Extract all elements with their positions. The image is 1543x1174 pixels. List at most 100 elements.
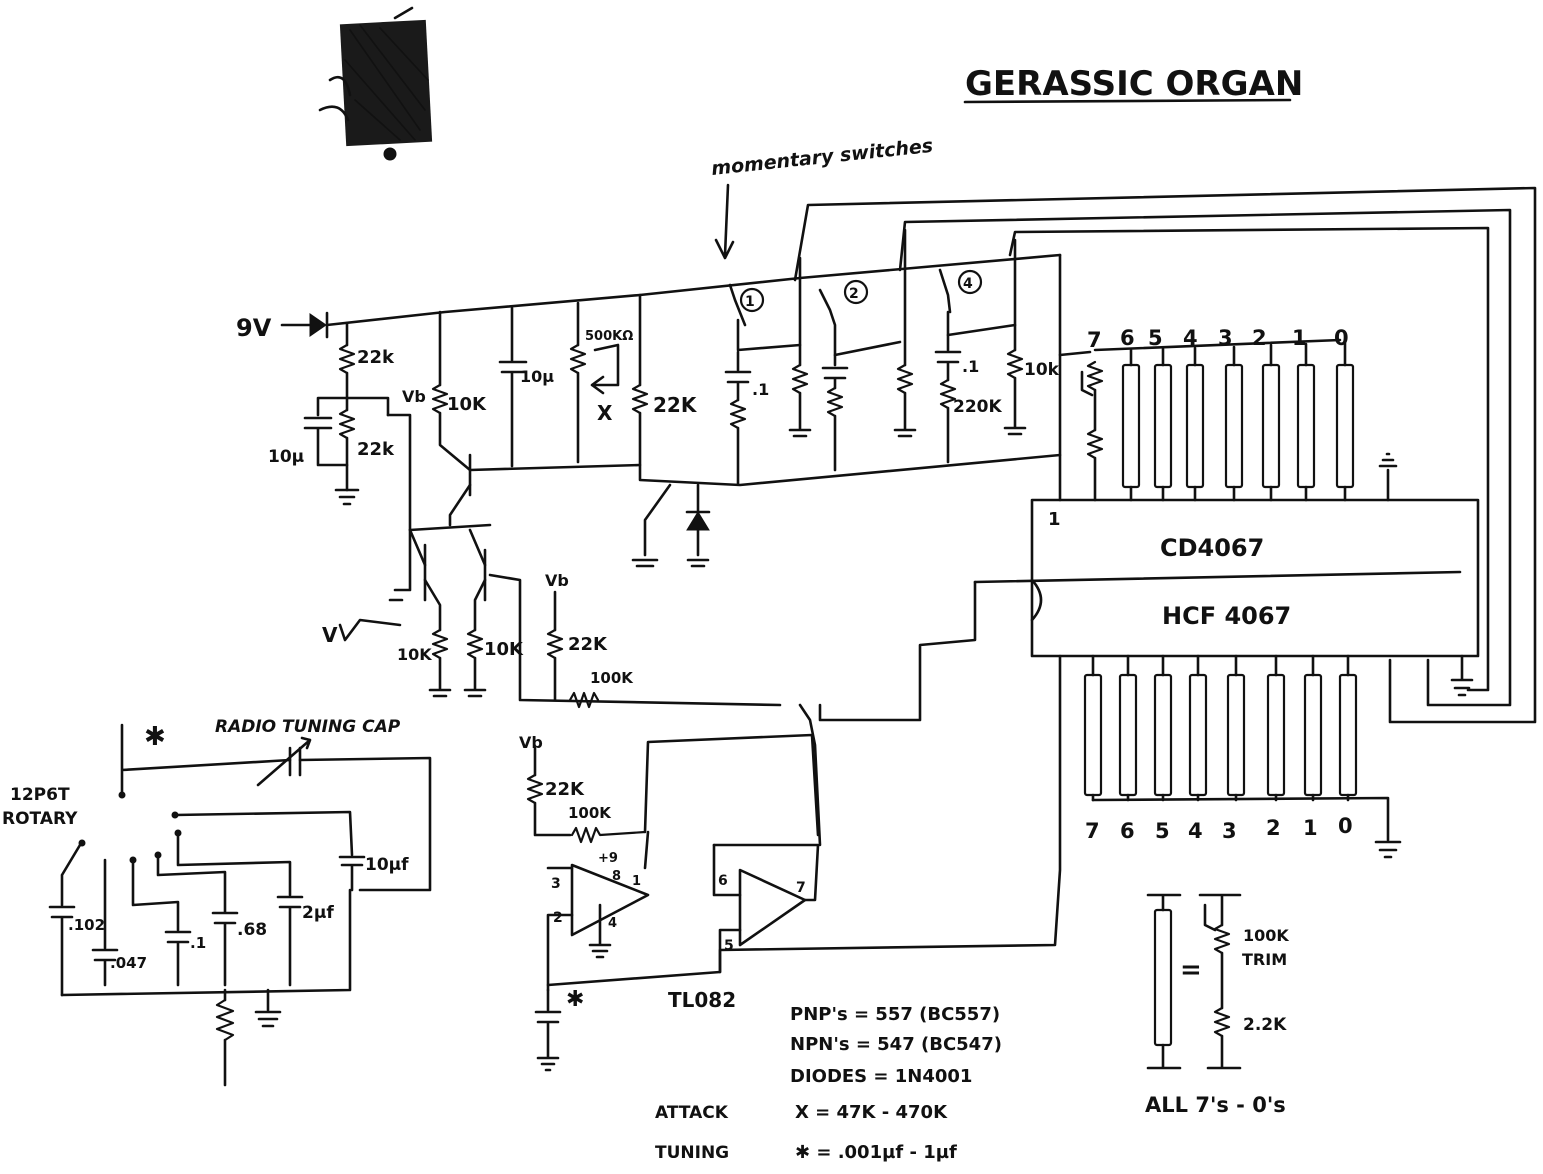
trim-equivalence-legend — [1146, 893, 1242, 1070]
bottom-trim-resistor-row — [718, 654, 1474, 974]
r100k-a-label: 100K — [590, 669, 634, 687]
vb-left-label: Vb — [402, 387, 426, 406]
r2k2-label: 2.2K — [1243, 1015, 1287, 1035]
note-npn: NPN's = 547 (BC547) — [790, 1034, 1002, 1055]
trim-word-label: TRIM — [1242, 950, 1287, 969]
svg-text:2: 2 — [1266, 816, 1281, 840]
note-tuning-value: ✱ = .001µf - 1µf — [795, 1142, 957, 1163]
c2uf-label: 2µf — [302, 903, 334, 923]
note-pnp: PNP's = 557 (BC557) — [790, 1004, 1000, 1025]
r100k-b-label: 100K — [568, 804, 612, 822]
r220k-label: 220K — [953, 397, 1002, 417]
svg-text:3: 3 — [1218, 326, 1233, 350]
opamp-pin4: 4 — [608, 916, 617, 931]
opamp-pin5: 5 — [724, 938, 734, 954]
supply-wiring — [280, 253, 1062, 339]
r22k-b-label: 22k — [357, 439, 395, 460]
opamp-pin2: 2 — [553, 910, 563, 926]
rotary-label-line2: ROTARY — [2, 809, 78, 829]
switch-2-number: 2 — [849, 286, 859, 302]
bias-divider — [303, 321, 390, 506]
opamp-pin7: 7 — [796, 880, 806, 896]
switch-4-number: 4 — [963, 276, 973, 292]
pot-500k-label: 500KΩ — [585, 329, 633, 344]
switch-4-column — [934, 238, 1027, 464]
r10k-b-label: 10k — [1024, 360, 1060, 380]
vb-feed-22k-100k — [546, 590, 600, 709]
supply-label: 9V — [236, 314, 272, 342]
vb-opamp-label: Vb — [519, 733, 543, 752]
r22k-c-branch — [631, 293, 1062, 568]
chip-label-hcf4067: HCF 4067 — [1162, 602, 1291, 630]
v-input-label: V — [322, 623, 338, 647]
chip-pin-1: 1 — [1048, 509, 1061, 530]
opamp-supply-label: +9 — [598, 851, 618, 866]
tuning-network — [48, 723, 432, 1087]
c1-label: .1 — [190, 934, 206, 952]
top-pin-numbers: 7 6 5 4 3 2 1 0 — [1087, 326, 1349, 352]
svg-text:6: 6 — [1120, 326, 1135, 350]
r22k-e-label: 22K — [545, 779, 585, 800]
tuning-star-marker: ✱ — [144, 722, 166, 752]
star-cap-marker: ✱ — [566, 987, 584, 1012]
svg-text:4: 4 — [1183, 326, 1198, 350]
note-diodes: DIODES = 1N4001 — [790, 1066, 972, 1087]
svg-text:3: 3 — [1222, 819, 1237, 843]
c10u-mid-label: 10µ — [520, 367, 554, 386]
svg-text:7: 7 — [1087, 328, 1102, 352]
r22k-d-label: 22K — [568, 634, 608, 655]
top-trim-resistor-row — [1058, 253, 1398, 502]
c10u-left-label: 10µ — [268, 447, 304, 467]
equals-sign: = — [1180, 955, 1202, 985]
note-tuning-label: TUNING — [655, 1143, 729, 1163]
c102-label: .102 — [68, 916, 105, 934]
rotary-label-line1: 12P6T — [10, 785, 70, 805]
bottom-pin-numbers: 7 6 5 4 3 2 1 0 — [1085, 814, 1353, 843]
r22k-c-label: 22K — [653, 393, 698, 417]
title-underline — [963, 98, 1292, 104]
svg-text:0: 0 — [1334, 326, 1349, 350]
svg-text:2: 2 — [1252, 326, 1267, 350]
r10k-d-label: 10K — [484, 639, 524, 660]
r10k-a-label: 10K — [447, 394, 487, 415]
svg-text:5: 5 — [1148, 326, 1163, 350]
opamp-label-tl082: TL082 — [668, 988, 736, 1012]
trim-100k-label: 100K — [1243, 926, 1289, 945]
opamp-pin6: 6 — [718, 873, 728, 889]
svg-text:1: 1 — [1303, 816, 1318, 840]
opamp-pin1: 1 — [632, 874, 641, 889]
c01-a-label: .1 — [752, 380, 769, 399]
svg-text:5: 5 — [1155, 819, 1170, 843]
svg-text:6: 6 — [1120, 819, 1135, 843]
control-loops — [793, 186, 1537, 724]
vb-mid-label: Vb — [545, 571, 569, 590]
attack-x-mark: X — [597, 401, 613, 425]
switch-1-column — [724, 256, 812, 486]
c047-label: .047 — [110, 954, 147, 972]
momentary-switches-label: momentary switches — [710, 135, 934, 180]
parts-notes: PNP's = 557 (BC557) NPN's = 547 (BC547) … — [655, 1004, 1002, 1163]
opamp-pin3: 3 — [551, 876, 561, 892]
chip-label-cd4067: CD4067 — [1160, 534, 1264, 562]
opamp-pin8: 8 — [612, 869, 621, 884]
svg-text:4: 4 — [1188, 819, 1203, 843]
switch-1-number: 1 — [745, 294, 755, 310]
svg-text:7: 7 — [1085, 819, 1100, 843]
radio-tuning-cap-label: RADIO TUNING CAP — [215, 717, 401, 737]
svg-text:0: 0 — [1338, 814, 1353, 838]
note-attack-value: X = 47K - 470K — [795, 1102, 948, 1123]
mux-chip — [798, 498, 1480, 847]
r22k-a-label: 22k — [357, 347, 395, 368]
c68-label: .68 — [237, 920, 267, 940]
svg-text:1: 1 — [1292, 326, 1307, 350]
all-resistors-note: ALL 7's - 0's — [1145, 1093, 1286, 1117]
diagram-title: GERASSIC ORGAN — [965, 64, 1303, 104]
scribble-mark — [318, 6, 433, 161]
switch-2-column — [818, 228, 917, 472]
transistor-stage — [338, 310, 782, 707]
note-attack-label: ATTACK — [655, 1103, 729, 1123]
cap-10u-mid — [498, 306, 528, 468]
momentary-arrow — [714, 183, 735, 260]
